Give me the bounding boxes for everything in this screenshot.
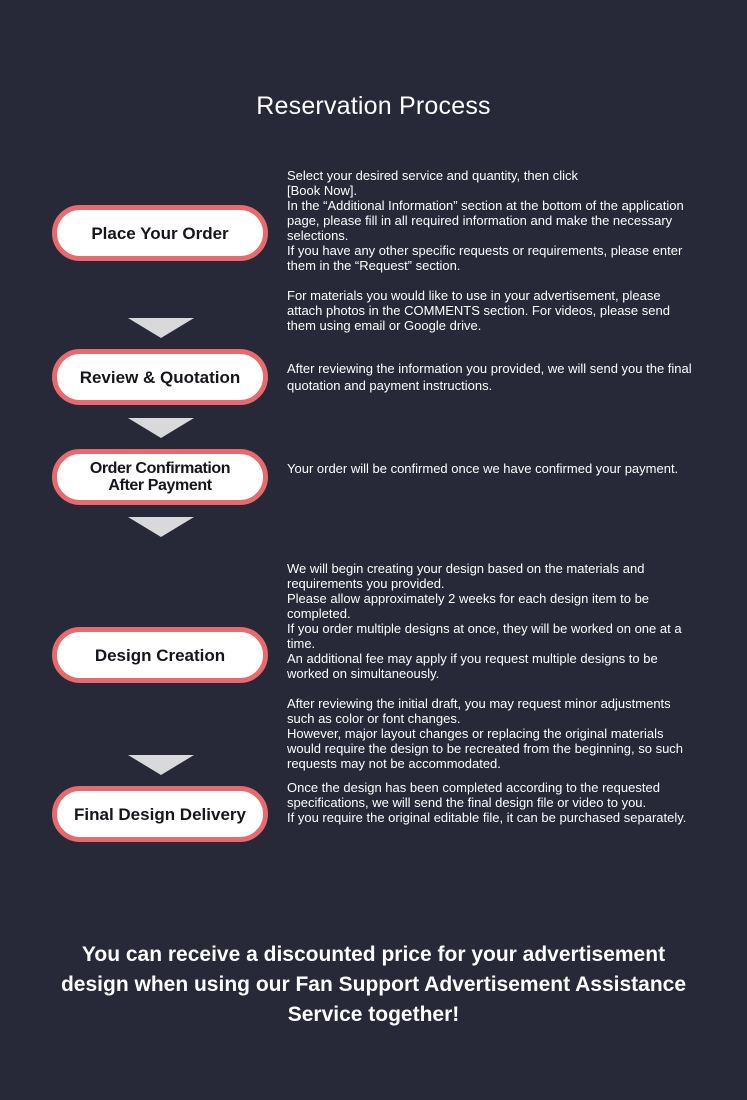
footer-promo-text: You can receive a discounted price for y… [60,943,687,1026]
down-arrow-icon [128,517,194,537]
step-label: Place Your Order [91,223,229,243]
description-line: If you have any other specific requests … [287,243,683,273]
step-place-your-order: Place Your Order [52,205,268,261]
down-arrow-icon [128,418,194,438]
description-line: We will begin creating your design based… [287,561,645,591]
step-design-creation: Design Creation [52,627,268,683]
down-arrow-icon [128,755,194,775]
step-description-design-creation: We will begin creating your design based… [287,561,697,771]
description-line: An additional fee may apply if you reque… [287,651,658,681]
step-label: Final Design Delivery [74,804,246,824]
description-line: After reviewing the initial draft, you m… [287,696,671,726]
step-label-line: Order Confirmation [89,460,231,477]
description-line: Please allow approximately 2 weeks for e… [287,591,650,621]
step-description-final-design-delivery: Once the design has been completed accor… [287,780,697,825]
description-line: After reviewing the information you prov… [287,361,692,393]
step-description-place-your-order: Select your desired service and quantity… [287,168,697,333]
step-label: Review & Quotation [79,367,241,387]
description-line: Your order will be confirmed once we hav… [287,461,679,476]
description-line: However, major layout changes or replaci… [287,726,684,771]
description-line: Once the design has been completed accor… [287,780,660,810]
paragraph-gap [287,273,697,288]
step-final-design-delivery: Final Design Delivery [52,786,268,842]
description-line: Select your desired service and quantity… [287,168,578,183]
down-arrow-icon [128,318,194,338]
step-label: Design Creation [94,645,226,665]
step-review-quotation: Review & Quotation [52,349,268,405]
page-title: Reservation Process [256,92,491,120]
description-line: In the “Additional Information” section … [287,198,684,243]
description-line: [Book Now]. [287,183,358,198]
description-line: For materials you would like to use in y… [287,288,670,333]
step-order-confirmation: Order Confirmation After Payment [52,449,268,505]
step-description-order-confirmation: Your order will be confirmed once we hav… [287,460,697,477]
description-line: If you order multiple designs at once, t… [287,621,682,651]
step-description-review-quotation: After reviewing the information you prov… [287,360,697,394]
description-line: If you require the original editable fil… [287,810,687,825]
step-label-line: After Payment [108,477,212,494]
paragraph-gap [287,681,697,696]
